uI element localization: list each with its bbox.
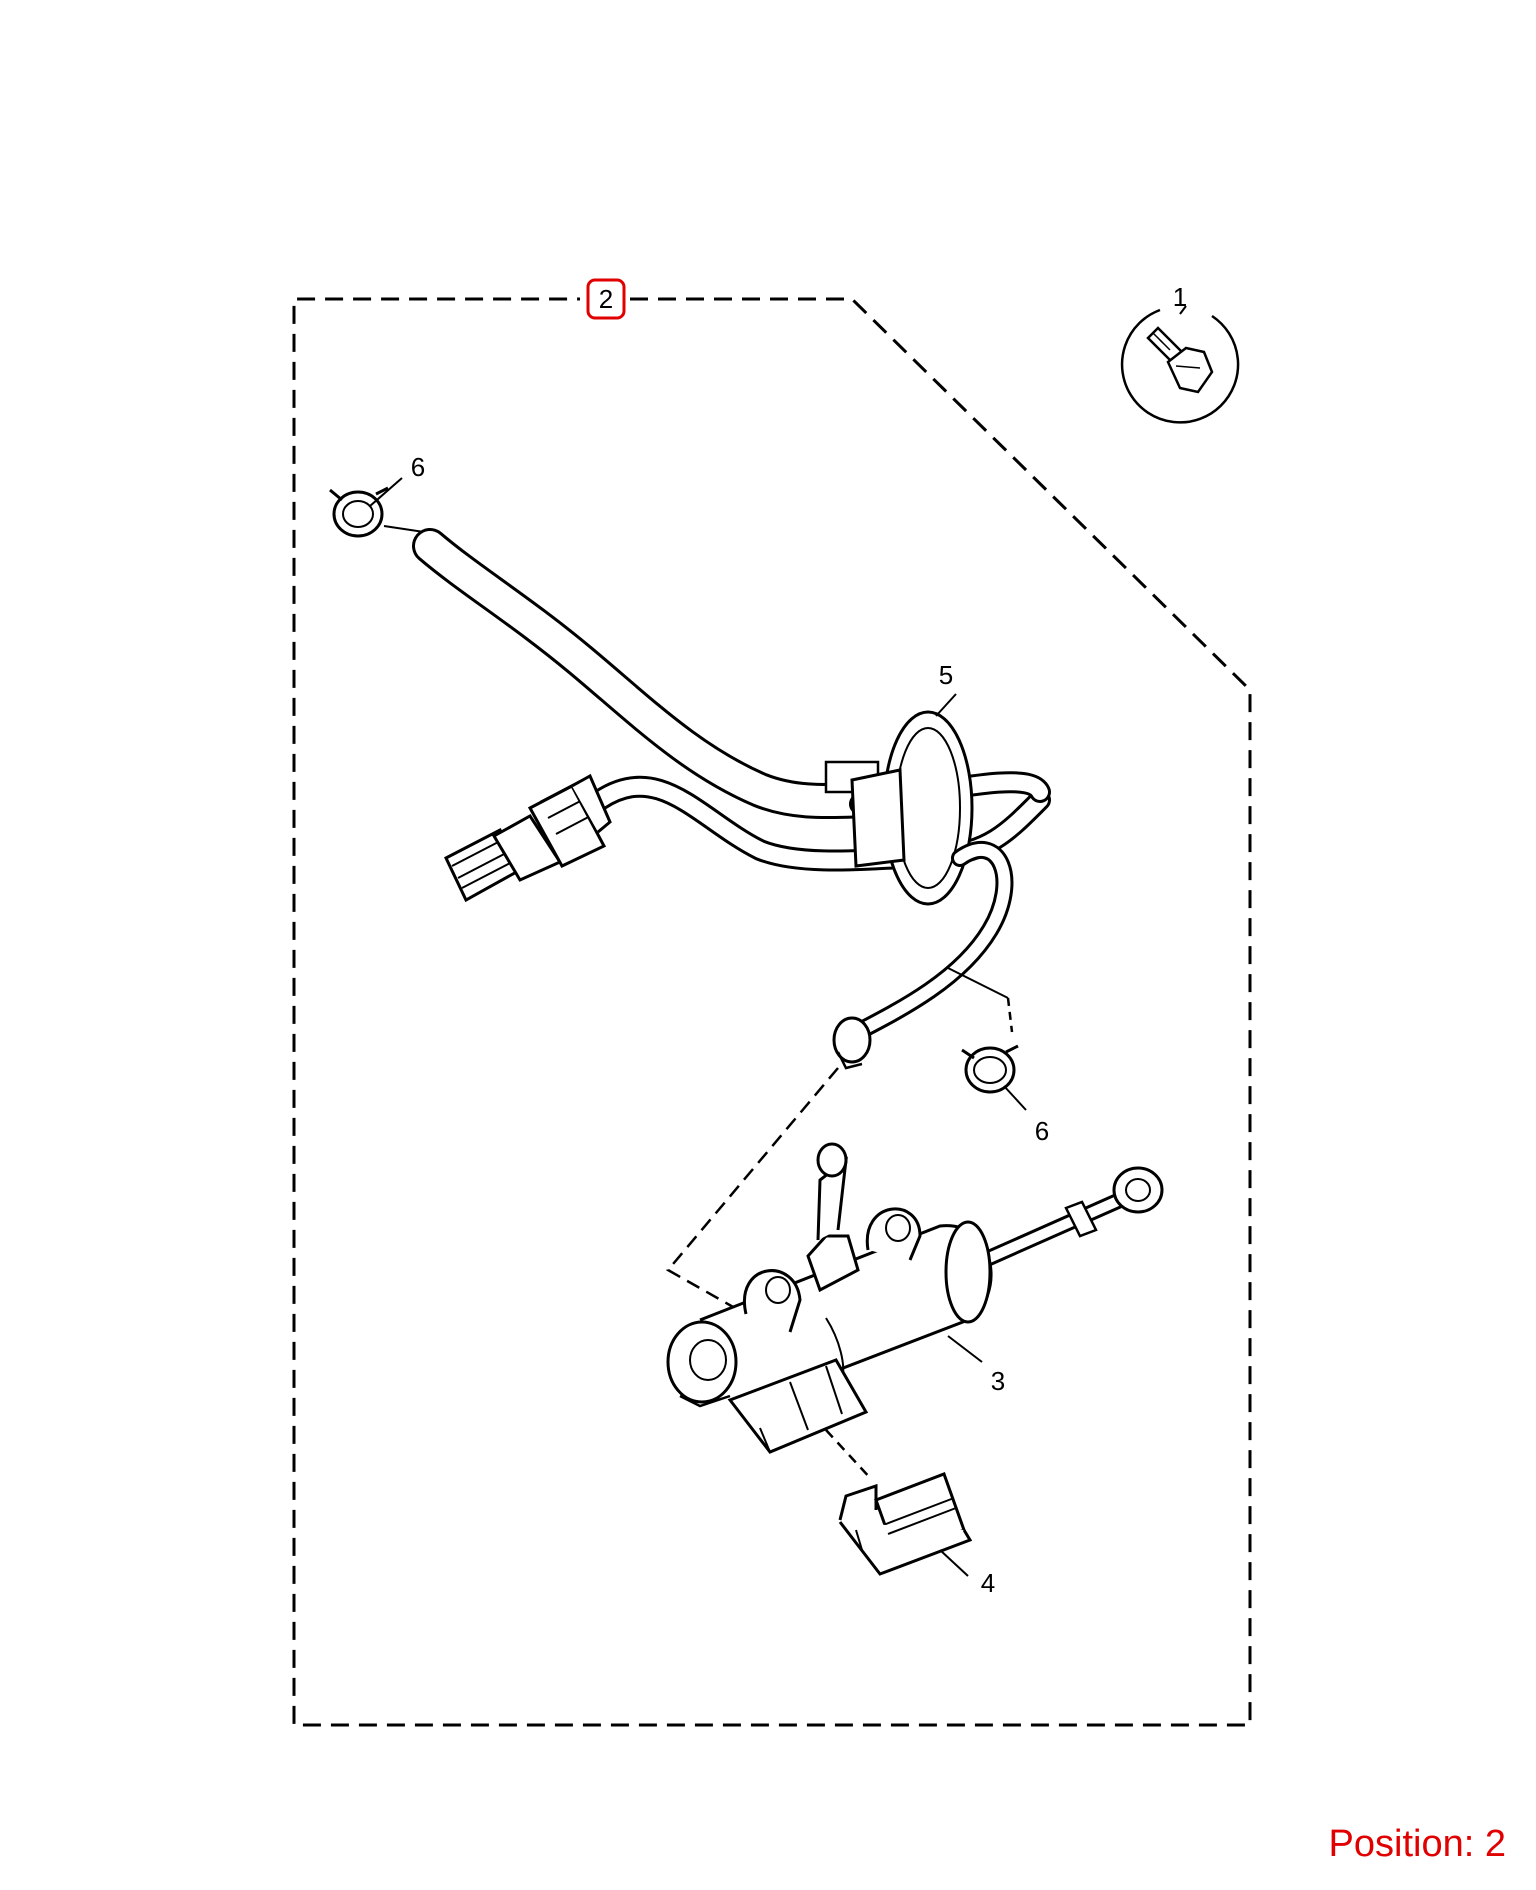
assembly-leader [666,1067,839,1314]
clip-leader [1006,997,1014,1033]
hose-clip-lower [961,1044,1027,1111]
bolt-part [1120,305,1240,424]
callout-2-highlight[interactable] [586,278,626,320]
callout-3[interactable]: 3 [991,1366,1005,1396]
clutch-hose [412,528,898,820]
hose-clip-upper [329,477,403,538]
callout-5[interactable]: 5 [939,660,953,690]
grommet [824,693,974,906]
electrical-connector [444,773,612,903]
callout-6-lower[interactable]: 6 [1035,1116,1049,1146]
master-cylinder [666,1142,1164,1454]
callout-6-upper[interactable]: 6 [411,452,425,482]
position-label: Position: 2 [1328,1823,1506,1865]
callout-1[interactable]: 1 [1173,282,1187,312]
assembly-boundary [292,297,1252,1727]
callout-2[interactable]: 2 [599,284,613,314]
clutch-sensor [838,1472,973,1577]
clutch-pipe [832,841,1014,1070]
callout-4[interactable]: 4 [981,1568,995,1598]
sensor-leader [825,1429,873,1481]
